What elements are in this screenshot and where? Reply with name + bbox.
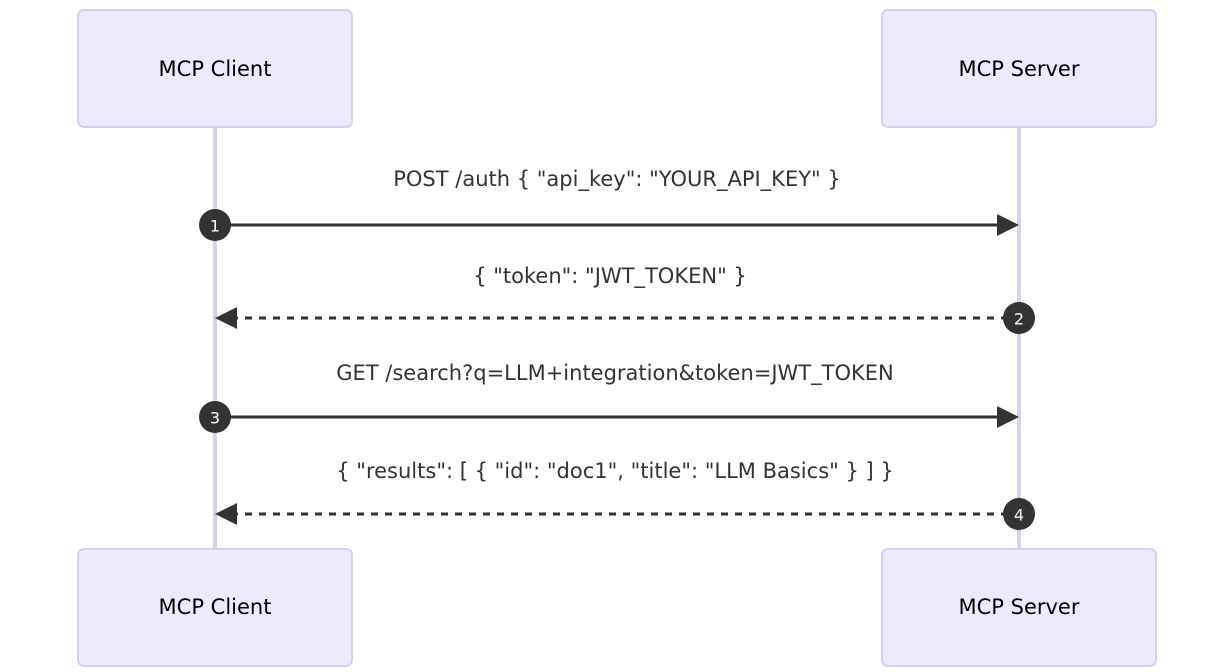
actor-label-client-bottom: MCP Client bbox=[159, 595, 272, 619]
actor-label-server-top: MCP Server bbox=[959, 57, 1080, 81]
message-3-badge bbox=[199, 401, 231, 433]
message-1-arrowhead-right bbox=[997, 214, 1019, 236]
message-1[interactable]: POST /auth { "api_key": "YOUR_API_KEY" }… bbox=[199, 167, 1019, 241]
actor-footer-server[interactable]: MCP Server bbox=[881, 548, 1157, 667]
message-2-badge-number: 2 bbox=[1014, 310, 1024, 329]
actor-box-server-bottom[interactable] bbox=[881, 548, 1157, 667]
actor-box-client-bottom[interactable] bbox=[77, 548, 353, 667]
message-1-badge-number: 1 bbox=[210, 217, 220, 236]
message-2[interactable]: { "token": "JWT_TOKEN" } 2 bbox=[215, 264, 1035, 334]
message-4-badge bbox=[1003, 498, 1035, 530]
message-1-badge bbox=[199, 209, 231, 241]
message-4-label: { "results": [ { "id": "doc1", "title": … bbox=[336, 459, 893, 483]
message-4-arrowhead-left bbox=[215, 503, 237, 525]
actor-header-server[interactable]: MCP Server bbox=[881, 9, 1157, 128]
actor-label-client-top: MCP Client bbox=[159, 57, 272, 81]
actor-footer-client[interactable]: MCP Client bbox=[77, 548, 353, 667]
message-3[interactable]: GET /search?q=LLM+integration&token=JWT_… bbox=[199, 361, 1019, 433]
actor-box-server-top[interactable] bbox=[881, 9, 1157, 128]
actor-label-server-bottom: MCP Server bbox=[959, 595, 1080, 619]
actor-box-client-top[interactable] bbox=[77, 9, 353, 128]
lifelines bbox=[213, 127, 1021, 549]
message-4[interactable]: { "results": [ { "id": "doc1", "title": … bbox=[215, 459, 1035, 530]
message-3-arrowhead-right bbox=[997, 406, 1019, 428]
message-2-badge bbox=[1003, 302, 1035, 334]
message-3-label: GET /search?q=LLM+integration&token=JWT_… bbox=[336, 361, 894, 386]
message-4-badge-number: 4 bbox=[1014, 506, 1024, 525]
message-1-label: POST /auth { "api_key": "YOUR_API_KEY" } bbox=[393, 167, 841, 192]
actor-header-client[interactable]: MCP Client bbox=[77, 9, 353, 128]
message-3-badge-number: 3 bbox=[210, 409, 220, 428]
message-2-arrowhead-left bbox=[215, 307, 237, 329]
message-2-label: { "token": "JWT_TOKEN" } bbox=[473, 264, 747, 289]
